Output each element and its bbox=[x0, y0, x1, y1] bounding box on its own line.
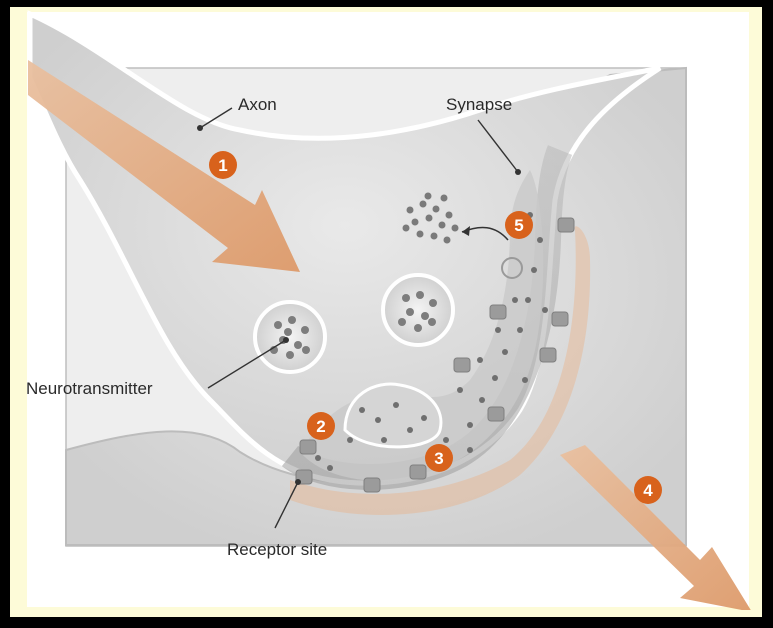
step-badge-5: 5 bbox=[505, 211, 533, 239]
label-receptor-site: Receptor site bbox=[227, 540, 327, 559]
axon-leader-dot bbox=[197, 125, 203, 131]
step-badge-3: 3 bbox=[425, 444, 453, 472]
step-badge-4: 4 bbox=[634, 476, 662, 504]
svg-text:3: 3 bbox=[434, 449, 443, 468]
svg-text:5: 5 bbox=[514, 216, 523, 235]
step-badge-1: 1 bbox=[209, 151, 237, 179]
receptor-leader-dot bbox=[295, 479, 301, 485]
svg-text:2: 2 bbox=[316, 417, 325, 436]
svg-text:1: 1 bbox=[218, 156, 227, 175]
step-badge-2: 2 bbox=[307, 412, 335, 440]
label-axon: Axon bbox=[238, 95, 277, 114]
vesicle-center bbox=[383, 275, 453, 345]
vesicle-left bbox=[255, 302, 325, 372]
label-neurotransmitter: Neurotransmitter bbox=[26, 379, 153, 398]
synapse-leader-dot bbox=[515, 169, 521, 175]
label-synapse: Synapse bbox=[446, 95, 512, 114]
neurotransmitter-leader-dot bbox=[283, 337, 289, 343]
svg-text:4: 4 bbox=[643, 481, 653, 500]
synapse-illustration: Axon Synapse Neurotransmitter Receptor s… bbox=[20, 5, 760, 610]
